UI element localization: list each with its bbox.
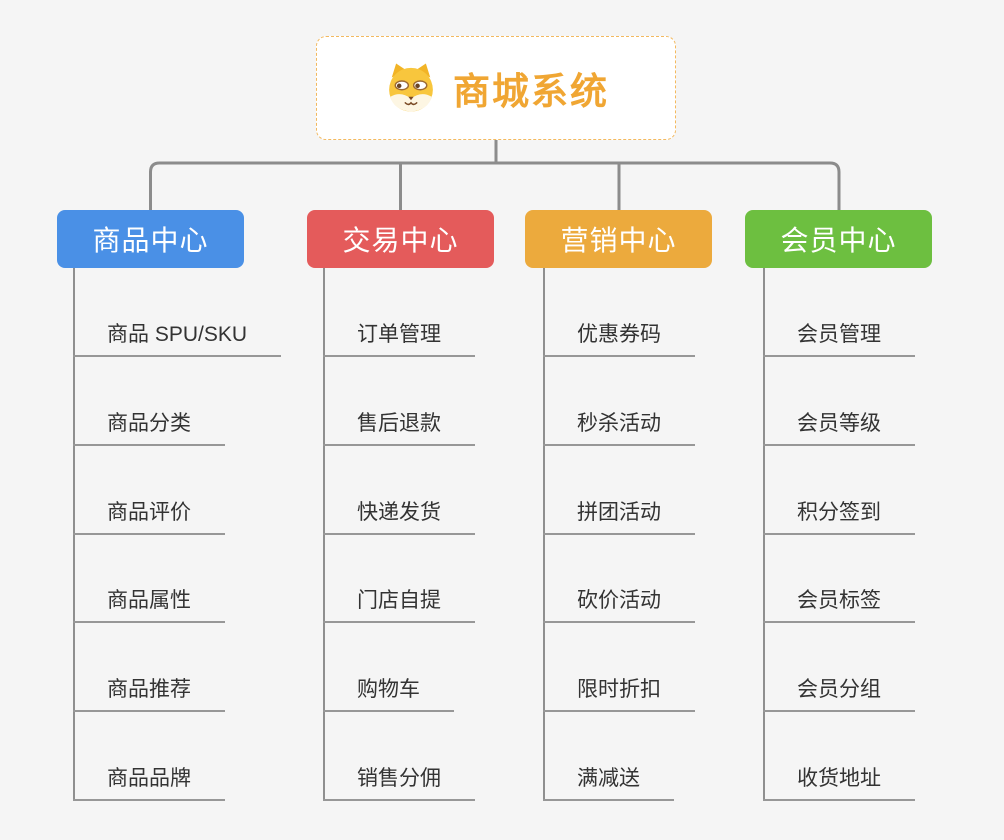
subtopic-node[interactable]: 商品评价 (73, 498, 225, 535)
subtopic-node[interactable]: 收货地址 (763, 764, 915, 801)
subtopic-node[interactable]: 售后退款 (323, 409, 475, 446)
root-node[interactable]: 商城系统 (316, 36, 676, 140)
dog-face-icon (389, 63, 433, 112)
subtopic-node[interactable]: 会员等级 (763, 409, 915, 446)
subtopic-node[interactable]: 砍价活动 (543, 586, 695, 623)
subtopic-node[interactable]: 快递发货 (323, 498, 475, 535)
subtopic-node[interactable]: 会员分组 (763, 675, 915, 712)
subtopic-node[interactable]: 秒杀活动 (543, 409, 695, 446)
subtopic-node[interactable]: 满减送 (543, 764, 674, 801)
branch-member-center[interactable]: 会员中心 (745, 210, 932, 268)
branch-marketing-center[interactable]: 营销中心 (525, 210, 712, 268)
subtopic-node[interactable]: 购物车 (323, 675, 454, 712)
subtopic-node[interactable]: 积分签到 (763, 498, 915, 535)
subtopic-node[interactable]: 商品属性 (73, 586, 225, 623)
subtopic-node[interactable]: 优惠券码 (543, 320, 695, 357)
subtopic-node[interactable]: 会员管理 (763, 320, 915, 357)
branch-trade-center[interactable]: 交易中心 (307, 210, 494, 268)
branch-rail-line (149, 161, 841, 210)
subtopic-node[interactable]: 拼团活动 (543, 498, 695, 535)
subtopic-node[interactable]: 商品 SPU/SKU (73, 320, 282, 357)
subtopic-node[interactable]: 限时折扣 (543, 675, 695, 712)
subtopic-node[interactable]: 门店自提 (323, 586, 475, 623)
subtopic-node[interactable]: 销售分佣 (323, 764, 475, 801)
subtopic-node[interactable]: 商品推荐 (73, 675, 225, 712)
subtopic-node[interactable]: 商品品牌 (73, 764, 225, 801)
subtopic-node[interactable]: 商品分类 (73, 409, 225, 446)
subtopic-node[interactable]: 订单管理 (323, 320, 475, 357)
subtopic-node[interactable]: 会员标签 (763, 586, 915, 623)
root-title: 商城系统 (453, 71, 609, 112)
branch-product-center[interactable]: 商品中心 (57, 210, 244, 268)
